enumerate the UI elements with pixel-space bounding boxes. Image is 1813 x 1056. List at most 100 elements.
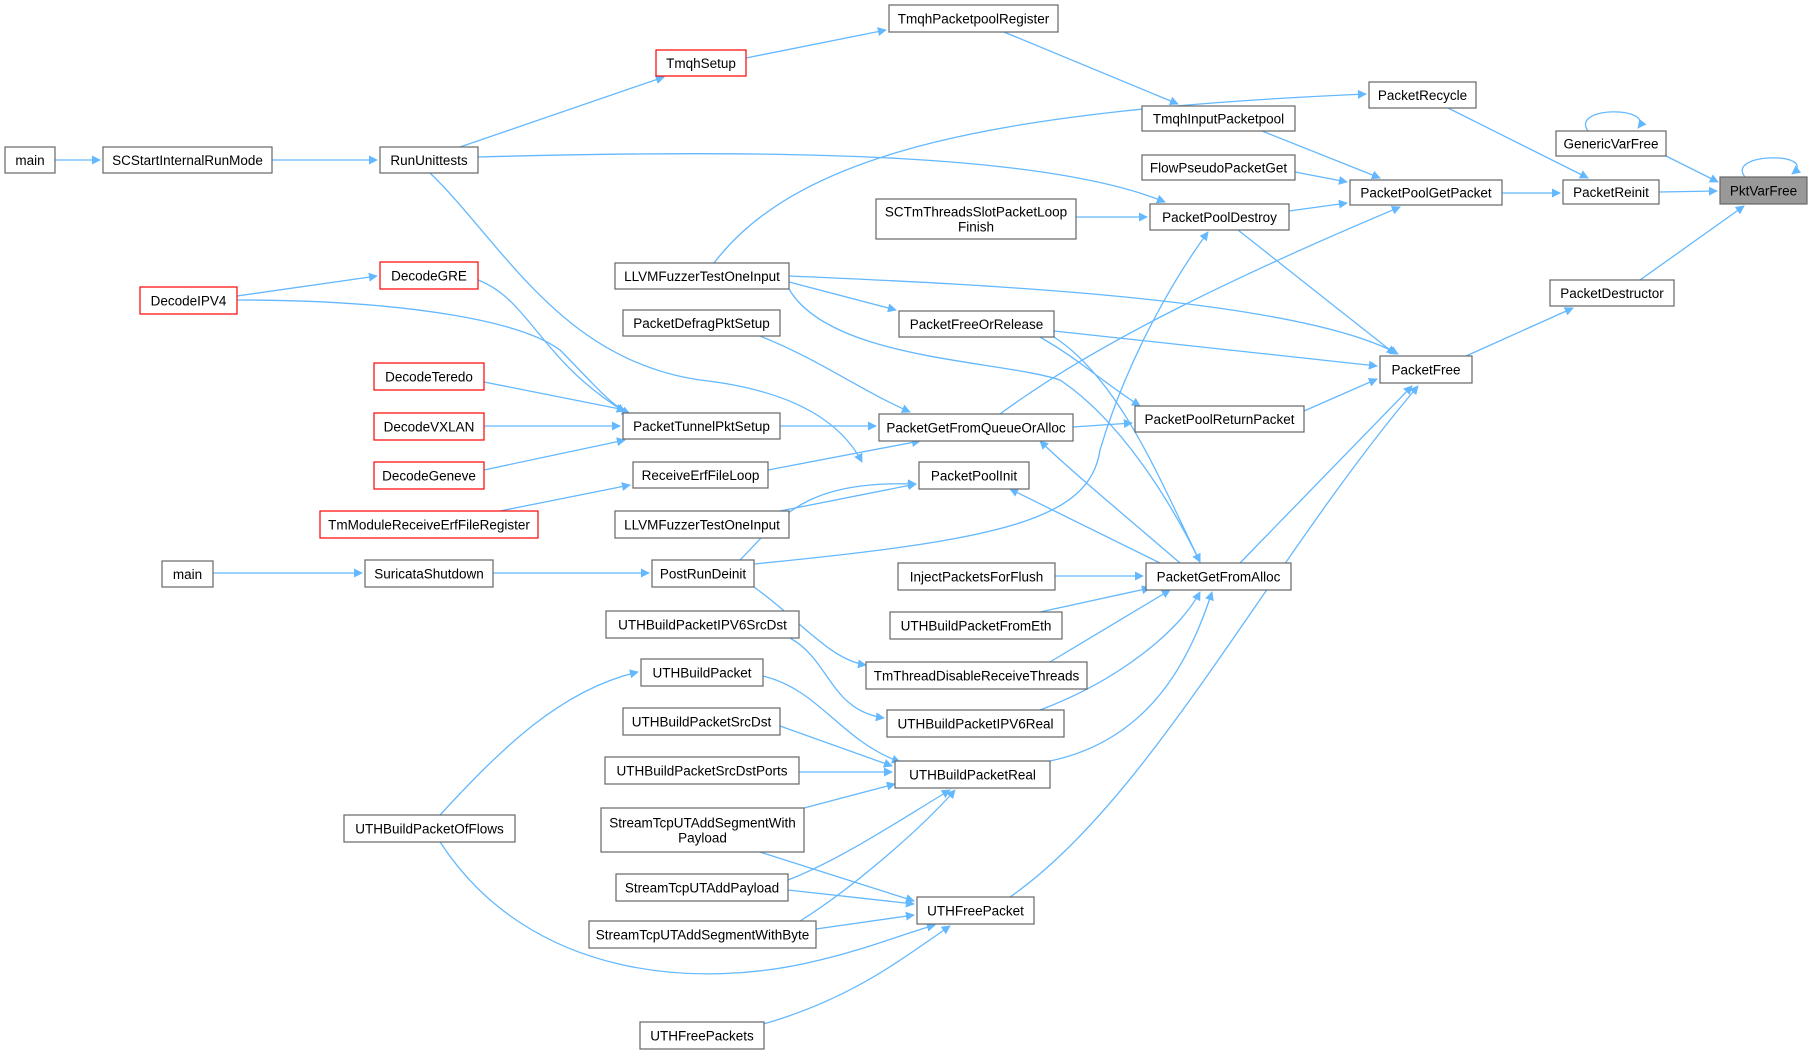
- node-box[interactable]: [898, 310, 1055, 338]
- node-box[interactable]: [364, 559, 494, 588]
- node-box[interactable]: [161, 560, 214, 588]
- node-uthbuildpacketsrcdstports[interactable]: UTHBuildPacketSrcDstPorts: [604, 756, 800, 785]
- node-box[interactable]: [918, 461, 1030, 490]
- node-injectpacketsforflush[interactable]: InjectPacketsForFlush: [897, 562, 1056, 591]
- node-decodegeneve[interactable]: DecodeGeneve: [373, 461, 485, 490]
- node-box[interactable]: [1549, 279, 1675, 307]
- node-decodegre[interactable]: DecodeGRE: [379, 261, 479, 290]
- node-packetdefragpktsetup[interactable]: PacketDefragPktSetup: [622, 309, 781, 337]
- node-uthfreepackets[interactable]: UTHFreePackets: [639, 1021, 765, 1050]
- node-uthbuildpacketipv6real[interactable]: UTHBuildPacketIPV6Real: [886, 709, 1065, 738]
- node-box[interactable]: [373, 461, 485, 490]
- node-decodeipv4[interactable]: DecodeIPV4: [139, 286, 238, 315]
- node-postrundeinit[interactable]: PostRunDeinit: [651, 559, 755, 588]
- node-packetpoolgetpacket[interactable]: PacketPoolGetPacket: [1349, 179, 1503, 206]
- node-box[interactable]: [319, 510, 539, 539]
- node-suricatashutdown[interactable]: SuricataShutdown: [364, 559, 494, 588]
- node-box[interactable]: [878, 413, 1074, 442]
- node-box[interactable]: [1145, 562, 1292, 591]
- node-uthbuildpacketfrometh[interactable]: UTHBuildPacketFromEth: [889, 611, 1063, 640]
- node-genericvarfree[interactable]: GenericVarFree: [1555, 130, 1667, 157]
- node-llvmfuzzer2[interactable]: LLVMFuzzerTestOneInput: [614, 510, 790, 539]
- node-box[interactable]: [615, 873, 789, 902]
- node-box[interactable]: [897, 562, 1056, 591]
- node-box[interactable]: [4, 146, 56, 174]
- node-packetreinit[interactable]: PacketReinit: [1562, 179, 1660, 205]
- node-packetdestructor[interactable]: PacketDestructor: [1549, 279, 1675, 307]
- node-box[interactable]: [1141, 105, 1296, 132]
- node-box[interactable]: [622, 707, 781, 736]
- node-box[interactable]: [1349, 179, 1503, 206]
- node-streamtcputaddpayload[interactable]: StreamTcpUTAddPayload: [615, 873, 789, 902]
- node-box[interactable]: [1368, 81, 1477, 109]
- node-box[interactable]: [379, 261, 479, 290]
- node-rununittests[interactable]: RunUnittests: [379, 146, 479, 174]
- node-tmqhinputpacketpool[interactable]: TmqhInputPacketpool: [1141, 105, 1296, 132]
- node-box[interactable]: [1379, 355, 1473, 384]
- node-box[interactable]: [343, 814, 516, 843]
- node-pktvarfree[interactable]: PktVarFree: [1719, 176, 1808, 205]
- node-box[interactable]: [865, 661, 1088, 690]
- node-box[interactable]: [1149, 203, 1290, 231]
- node-packetgetfromqueueoralloc[interactable]: PacketGetFromQueueOrAlloc: [878, 413, 1074, 442]
- node-box[interactable]: [651, 559, 755, 588]
- node-tmthreaddisable[interactable]: TmThreadDisableReceiveThreads: [865, 661, 1088, 690]
- node-uthbuildpacketreal[interactable]: UTHBuildPacketReal: [894, 760, 1051, 789]
- node-uthbuildpacket[interactable]: UTHBuildPacket: [640, 658, 764, 687]
- node-box[interactable]: [604, 756, 800, 785]
- node-box[interactable]: [622, 309, 781, 337]
- node-box[interactable]: [102, 146, 273, 174]
- node-packetfree[interactable]: PacketFree: [1379, 355, 1473, 384]
- node-box[interactable]: [373, 362, 485, 391]
- node-box[interactable]: [632, 461, 769, 489]
- node-scstartinternal[interactable]: SCStartInternalRunMode: [102, 146, 273, 174]
- node-packetpoolinit[interactable]: PacketPoolInit: [918, 461, 1030, 490]
- node-packetgetfromalloc[interactable]: PacketGetFromAlloc: [1145, 562, 1292, 591]
- node-box[interactable]: [622, 412, 781, 440]
- node-uthfreepacket[interactable]: UTHFreePacket: [916, 896, 1035, 925]
- node-box[interactable]: [639, 1021, 765, 1050]
- node-box[interactable]: [1555, 130, 1667, 157]
- node-box[interactable]: [605, 610, 800, 639]
- node-uthbuildpacketsrcdst[interactable]: UTHBuildPacketSrcDst: [622, 707, 781, 736]
- node-flowpseudopacketget[interactable]: FlowPseudoPacketGet: [1141, 154, 1296, 181]
- node-box[interactable]: [875, 198, 1077, 240]
- node-box[interactable]: [139, 286, 238, 315]
- node-uthbuildpacketipv6srcdst[interactable]: UTHBuildPacketIPV6SrcDst: [605, 610, 800, 639]
- node-box[interactable]: [588, 920, 817, 949]
- node-box[interactable]: [916, 896, 1035, 925]
- node-main2[interactable]: main: [161, 560, 214, 588]
- node-tmqhsetup[interactable]: TmqhSetup: [655, 49, 747, 77]
- node-box[interactable]: [373, 412, 485, 441]
- node-receiveerffileloop[interactable]: ReceiveErfFileLoop: [632, 461, 769, 489]
- node-box[interactable]: [894, 760, 1051, 789]
- node-box[interactable]: [600, 807, 805, 853]
- node-tmmodulereceiveerf[interactable]: TmModuleReceiveErfFileRegister: [319, 510, 539, 539]
- node-uthbuildpacketofflows[interactable]: UTHBuildPacketOfFlows: [343, 814, 516, 843]
- node-box[interactable]: [614, 262, 790, 290]
- node-packettunnelpktsetup[interactable]: PacketTunnelPktSetup: [622, 412, 781, 440]
- node-box[interactable]: [889, 611, 1063, 640]
- node-packetrecycle[interactable]: PacketRecycle: [1368, 81, 1477, 109]
- node-decodevxlan[interactable]: DecodeVXLAN: [373, 412, 485, 441]
- node-box[interactable]: [886, 709, 1065, 738]
- node-box[interactable]: [614, 510, 790, 539]
- node-box[interactable]: [1134, 405, 1305, 433]
- node-main1[interactable]: main: [4, 146, 56, 174]
- node-streamtcputaddsegwithbyte[interactable]: StreamTcpUTAddSegmentWithByte: [588, 920, 817, 949]
- node-box[interactable]: [888, 4, 1059, 33]
- node-packetpoolreturnpacket[interactable]: PacketPoolReturnPacket: [1134, 405, 1305, 433]
- node-decodeteredo[interactable]: DecodeTeredo: [373, 362, 485, 391]
- node-llvmfuzzer1[interactable]: LLVMFuzzerTestOneInput: [614, 262, 790, 290]
- node-box[interactable]: [1562, 179, 1660, 205]
- node-box[interactable]: [1141, 154, 1296, 181]
- node-box[interactable]: [1719, 176, 1808, 205]
- node-box[interactable]: [655, 49, 747, 77]
- node-packetfreeorrelease[interactable]: PacketFreeOrRelease: [898, 310, 1055, 338]
- node-box[interactable]: [379, 146, 479, 174]
- node-tmqhpacketpoolregister[interactable]: TmqhPacketpoolRegister: [888, 4, 1059, 33]
- node-box[interactable]: [640, 658, 764, 687]
- node-packetpooldestroy[interactable]: PacketPoolDestroy: [1149, 203, 1290, 231]
